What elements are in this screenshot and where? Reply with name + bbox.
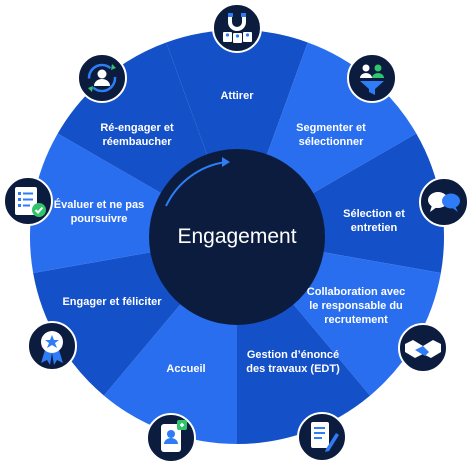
handshake-icon [397,322,449,374]
center-hub [149,149,325,325]
segment-label-selection: Sélection et entretien [343,208,405,234]
magnet-people-icon [211,2,263,54]
segment-label-accueil: Accueil [166,363,206,375]
cycle-arrow-head [222,157,230,167]
segment-label-segmenter: Segmenter et sélectionner [296,122,366,148]
segment-label-reengager: Ré-engager et réembaucher [100,122,174,148]
chat-bubbles-icon [418,176,470,228]
center-title: Engagement [177,225,297,248]
segment-label-engager: Engager et féliciter [62,296,162,308]
person-cycle-icon [76,52,128,104]
segment-label-gestion-edt: Gestion d’énoncé des travaux (EDT) [246,349,340,375]
segment-label-collaboration: Collaboration avec le responsable du rec… [306,286,406,326]
segment-label-attirer: Attirer [220,90,254,102]
wheel-segment [166,29,308,237]
cycle-arrow-arc [165,161,227,207]
checklist-icon [2,175,54,227]
id-badge-icon [145,412,197,464]
funnel-people-icon [346,52,398,104]
document-pen-icon [296,411,348,463]
award-ribbon-icon [26,320,78,372]
segment-label-evaluer: Évaluer et ne pas poursuivre [53,199,145,225]
